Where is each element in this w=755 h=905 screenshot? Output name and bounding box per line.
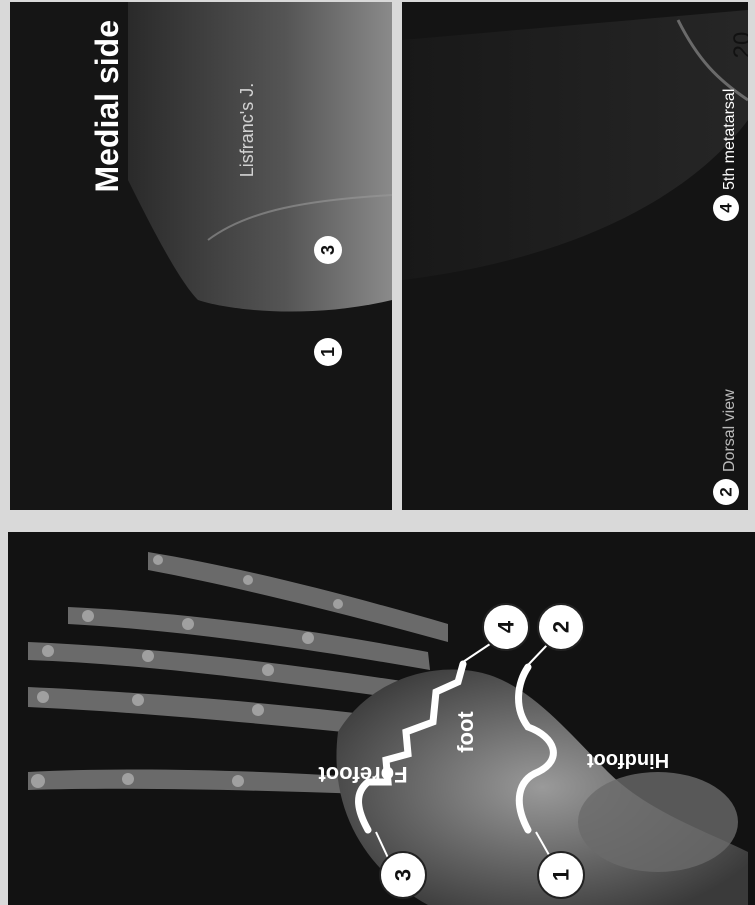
lisfranc-label: Lisfranc's J. <box>237 83 257 177</box>
dorsal-caption: Dorsal view <box>721 389 738 472</box>
page-number: 20 <box>729 32 748 59</box>
marker-2: 2 <box>713 479 739 505</box>
callout-4: 4 <box>483 604 529 650</box>
svg-text:2: 2 <box>717 487 736 496</box>
svg-text:1: 1 <box>318 347 338 357</box>
svg-text:3: 3 <box>391 869 416 881</box>
callout-2: 2 <box>538 604 584 650</box>
forefoot-label: Forefoot <box>318 762 408 787</box>
hindfoot-label: Hindfoot <box>587 749 670 771</box>
callout-3: 3 <box>380 852 426 898</box>
svg-text:2: 2 <box>549 621 574 633</box>
svg-text:3: 3 <box>318 245 338 255</box>
midfoot-label: foot <box>453 711 478 753</box>
marker-3: 3 <box>314 236 342 264</box>
svg-text:4: 4 <box>494 620 519 633</box>
foot-photo-panel: Medial side Lisfranc's J. 1 3 2 4 Dorsal… <box>8 0 748 512</box>
callout-1: 1 <box>538 852 584 898</box>
medial-side-heading: Medial side <box>89 20 125 193</box>
marker-4: 4 <box>713 195 739 221</box>
metatarsal-caption: 5th metatarsal <box>721 89 738 190</box>
svg-text:4: 4 <box>717 203 736 213</box>
svg-text:1: 1 <box>549 869 574 881</box>
foot-skeleton-panel: Forefoot foot Hindfoot 3 1 4 2 <box>8 532 755 905</box>
marker-1: 1 <box>314 338 342 366</box>
